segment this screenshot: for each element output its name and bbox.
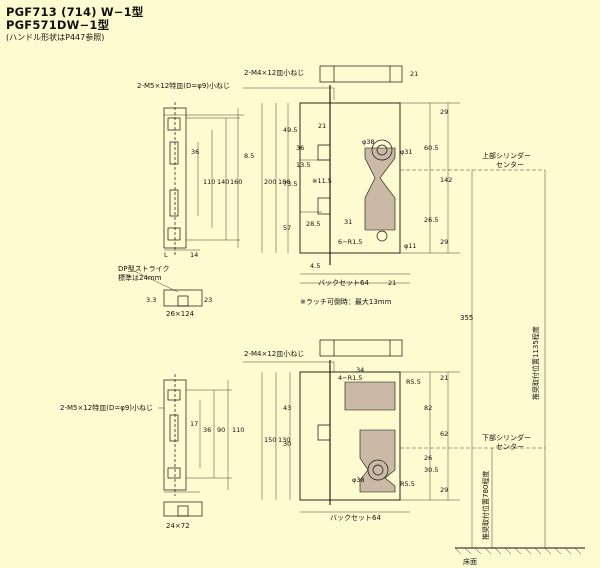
page-title: PGF713 (714) W−1型 xyxy=(6,5,144,19)
dim-735: 73.5 xyxy=(283,180,297,188)
dim-200: 200 xyxy=(264,178,276,186)
dim-31: 31 xyxy=(344,218,352,226)
dim-82: 82 xyxy=(424,404,432,412)
dim-110: 110 xyxy=(203,178,215,186)
dim-4r: 4−R1.5 xyxy=(338,374,362,382)
dim-21b: 21 xyxy=(388,279,396,287)
dim-29c: 29 xyxy=(440,486,448,494)
bottom-screw-front-label: 2-M5×12特皿(D=φ9)小ねじ xyxy=(60,403,153,412)
dim-130: 130 xyxy=(278,436,290,444)
dim-30: 30 xyxy=(283,440,291,448)
dim-285: 28.5 xyxy=(306,220,320,228)
top-lock-body xyxy=(299,102,401,254)
cyl-upper-label-2: センター xyxy=(496,160,524,169)
dim-36b: 36 xyxy=(296,144,304,152)
dim-26: 26 xyxy=(424,454,432,462)
dim-17: 17 xyxy=(190,420,198,428)
dim-142: 142 xyxy=(440,176,452,184)
top-latch xyxy=(317,144,330,161)
dim-495: 49.5 xyxy=(283,126,297,134)
cyl-lower-label: 下部シリンダー xyxy=(482,433,531,442)
dim-115: ※11.5 xyxy=(312,177,332,185)
dim-L: L xyxy=(164,251,168,259)
bottom-backset: バックセット64 xyxy=(330,514,381,522)
top-cylinder-circle xyxy=(371,139,393,161)
top-backset: バックセット64 xyxy=(318,279,369,287)
dim-110b: 110 xyxy=(232,426,244,434)
height-high-label: 推奨取付位置1135程度 xyxy=(531,326,540,400)
dim-r55: R5.5 xyxy=(406,378,421,386)
top-plate-screw-hole-2 xyxy=(167,227,181,241)
top-strike xyxy=(163,289,203,307)
dim-36: 36 xyxy=(191,148,199,156)
dim-355: 355 xyxy=(460,314,473,322)
dim-r55b: R5.5 xyxy=(400,480,415,488)
dim-phi38: φ38 xyxy=(362,138,375,146)
top-deadbolt xyxy=(317,197,331,215)
dim-phi11: φ11 xyxy=(404,242,417,250)
dim-43: 43 xyxy=(283,404,291,412)
bottom-upper-hatch xyxy=(344,381,396,411)
top-screw-top-label: 2-M4×12皿小ねじ xyxy=(244,68,304,77)
bottom-strike xyxy=(163,501,203,517)
cyl-upper-label: 上部シリンダー xyxy=(482,151,531,160)
bottom-screw-top-label: 2-M4×12皿小ねじ xyxy=(244,349,304,358)
dim-6r: 6−R1.5 xyxy=(338,238,362,246)
top-strike-size: 26×124 xyxy=(166,310,195,318)
dim-160: 160 xyxy=(230,178,242,186)
top-screw-front-label: 2-M5×12特皿(D=φ9)小ねじ xyxy=(137,81,230,90)
bottom-lock-spindle xyxy=(319,339,403,357)
dim-605: 60.5 xyxy=(424,144,438,152)
dim-21d: 21 xyxy=(440,374,448,382)
dim-36c: 36 xyxy=(203,426,211,434)
cyl-lower-label-2: センター xyxy=(496,442,524,451)
dim-21c: 21 xyxy=(410,70,418,78)
dim-29b: 29 xyxy=(440,238,448,246)
top-plate-latch-slot xyxy=(169,141,179,165)
strike-caption: DP型ストライク xyxy=(118,264,169,273)
dim-150: 150 xyxy=(264,436,276,444)
bottom-strike-size: 24×72 xyxy=(166,522,190,530)
floor-label: 床面 xyxy=(463,557,477,566)
dim-265: 26.5 xyxy=(424,216,438,224)
bottom-lock-body xyxy=(299,371,401,501)
dim-phi31: φ31 xyxy=(400,148,413,156)
dim-34: 34 xyxy=(356,366,364,374)
bottom-cylinder-hatch xyxy=(359,429,396,493)
dim-85: 8.5 xyxy=(244,152,254,160)
dim-180: 180 xyxy=(278,178,290,186)
dim-23: 23 xyxy=(204,296,212,304)
dim-57: 57 xyxy=(283,224,291,232)
handle-note: (ハンドル形状はP447参照) xyxy=(6,33,105,42)
dim-phi38b: φ38 xyxy=(352,476,365,484)
top-plate-deadbolt-slot xyxy=(169,189,179,217)
bottom-plate-latch-slot xyxy=(169,414,179,442)
dim-14: 14 xyxy=(190,251,198,259)
dim-90: 90 xyxy=(217,426,225,434)
page-subtitle: PGF571DW−1型 xyxy=(6,18,110,32)
dim-135: 13.5 xyxy=(296,161,310,169)
dim-305: 30.5 xyxy=(424,466,438,474)
strike-caption-2: 標準は24mm xyxy=(118,273,162,282)
top-cylinder-hatch xyxy=(364,147,396,231)
dim-33: 3.3 xyxy=(146,296,156,304)
latch-note: ※ラッチ可倒時：最大13mm xyxy=(300,297,392,306)
dim-21: 21 xyxy=(318,122,326,130)
top-plate-screw-hole xyxy=(167,117,181,131)
dim-140: 140 xyxy=(217,178,229,186)
height-low-label: 推奨取付位置780程度 xyxy=(481,471,490,540)
top-lock-spindle xyxy=(319,65,403,83)
dim-29: 29 xyxy=(440,108,448,116)
dim-62: 62 xyxy=(440,430,448,438)
dim-45: 4.5 xyxy=(310,262,320,270)
